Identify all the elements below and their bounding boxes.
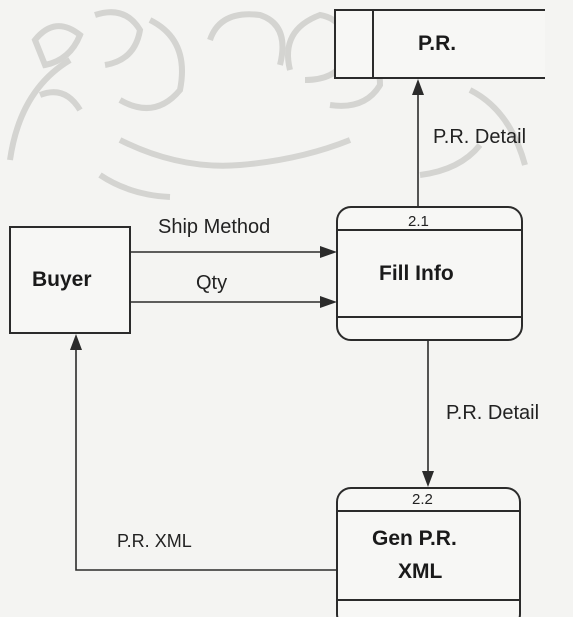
process-2-2-number: 2.2 <box>412 491 433 508</box>
flow-pr-detail-gen-arrow <box>422 340 434 487</box>
data-store-label: P.R. <box>418 32 456 56</box>
process-2-2-name-line1: Gen P.R. <box>372 527 457 551</box>
flow-pr-detail-gen-label: P.R. Detail <box>446 402 539 425</box>
flow-pr-detail-store-label: P.R. Detail <box>433 126 526 149</box>
flow-qty-arrow <box>130 296 337 308</box>
flow-pr-xml-label: P.R. XML <box>117 531 192 552</box>
flow-ship-method-arrow <box>130 246 337 258</box>
process-2-1-number: 2.1 <box>408 213 429 230</box>
flow-ship-method-label: Ship Method <box>158 216 270 239</box>
process-2-2-name-line2: XML <box>398 560 442 584</box>
flow-pr-detail-store-arrow <box>412 79 424 207</box>
process-2-1-name: Fill Info <box>379 262 454 286</box>
flow-pr-xml-arrow <box>70 334 337 570</box>
external-entity-label: Buyer <box>32 268 92 292</box>
flow-qty-label: Qty <box>196 272 227 295</box>
